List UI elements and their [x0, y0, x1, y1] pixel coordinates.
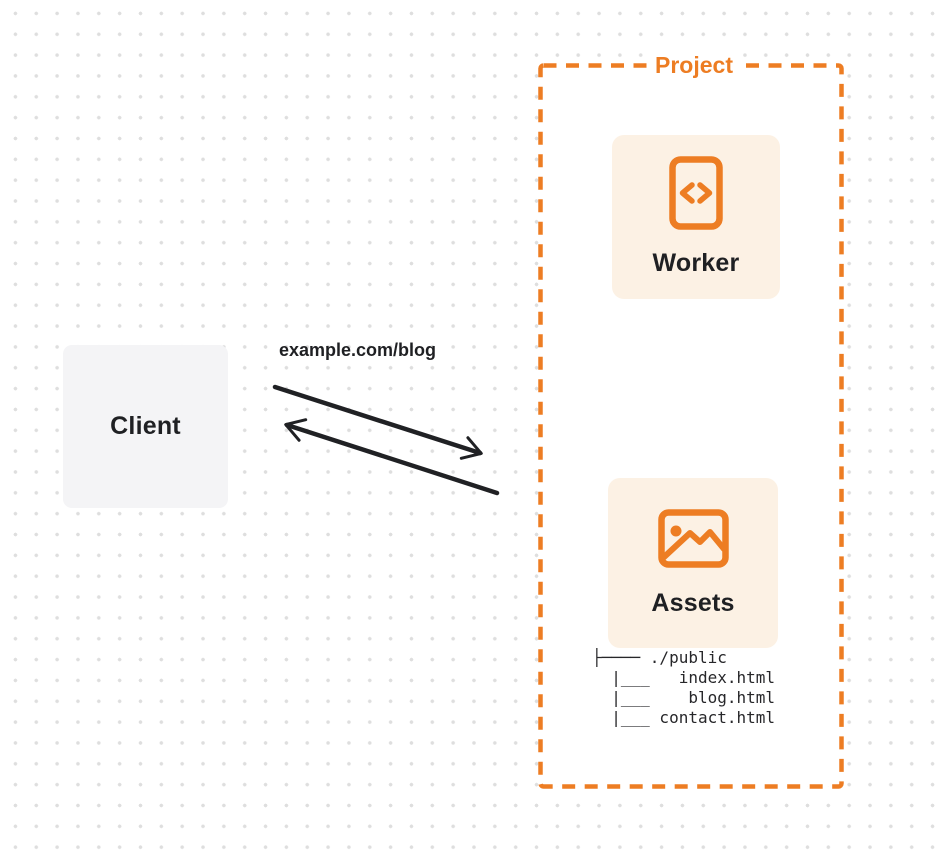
assets-card: Assets: [608, 478, 778, 648]
request-arrow: [272, 384, 483, 460]
assets-file-tree: ├──── ./public |___ index.html |___ blog…: [592, 648, 775, 728]
image-icon: [657, 508, 729, 568]
worker-card: Worker: [612, 135, 780, 299]
project-label: Project: [648, 52, 740, 79]
file-tree-line: ├──── ./public: [592, 648, 727, 667]
file-tree-line: |___ index.html: [592, 668, 776, 687]
client-box: Client: [63, 345, 228, 508]
file-tree-line: |___ blog.html: [592, 688, 776, 707]
request-url-label: example.com/blog: [279, 340, 437, 360]
worker-label: Worker: [652, 249, 740, 277]
code-file-icon: [669, 156, 723, 230]
client-label: Client: [110, 412, 181, 440]
file-tree-line: |___ contact.html: [592, 708, 776, 727]
assets-label: Assets: [651, 588, 735, 617]
response-arrow: [284, 418, 500, 496]
